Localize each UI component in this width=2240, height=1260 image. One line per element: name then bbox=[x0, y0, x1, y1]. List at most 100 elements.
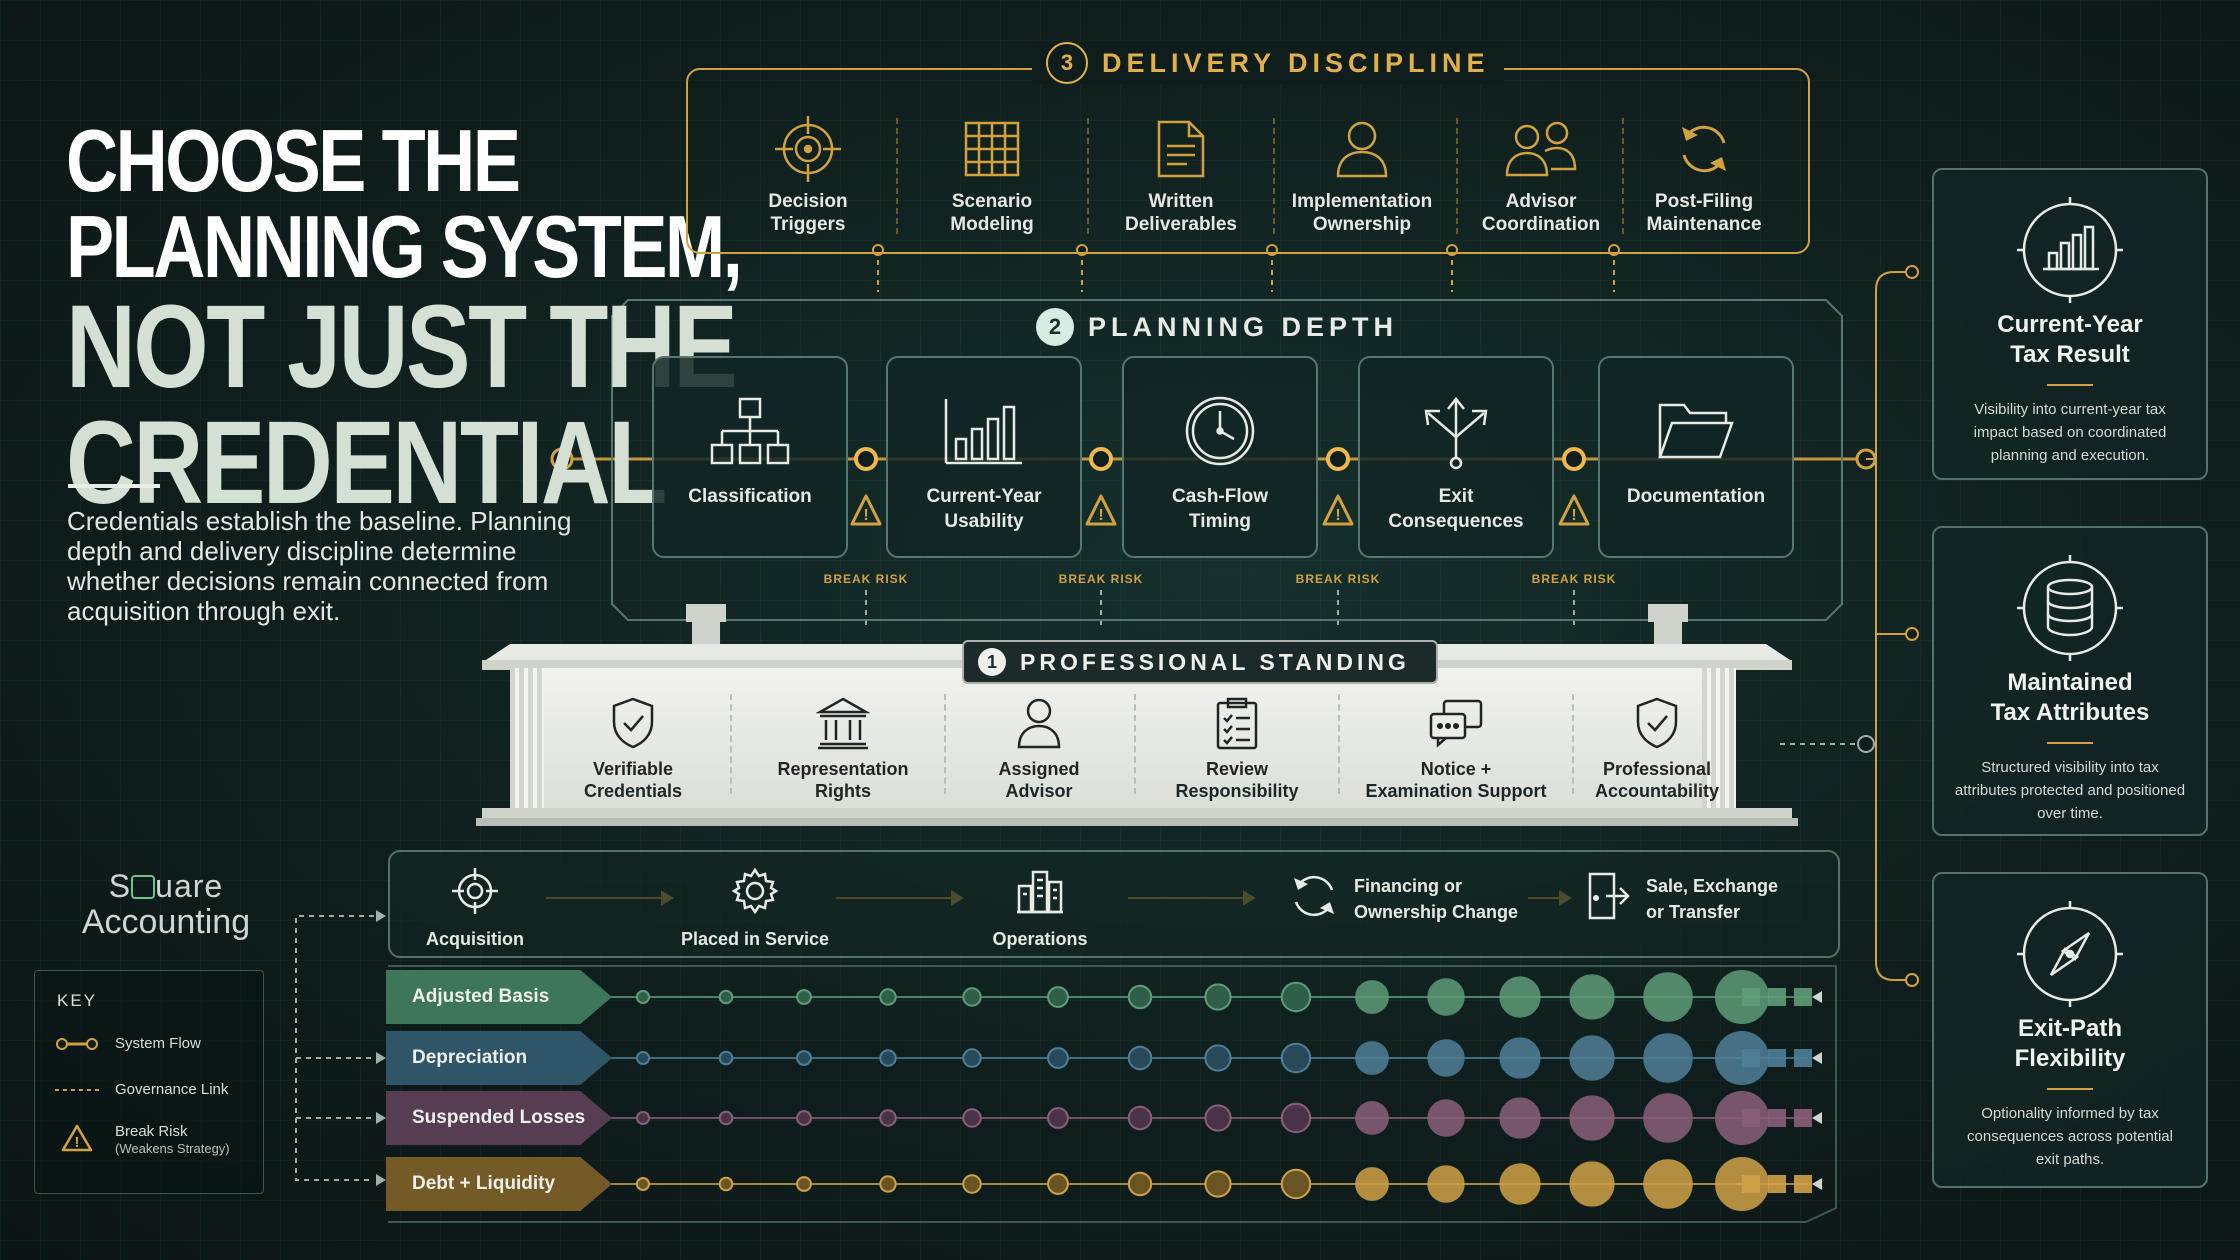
subtext: Credentials establish the baseline. Plan… bbox=[67, 506, 572, 626]
track-square bbox=[1742, 1175, 1760, 1193]
shield-check-icon bbox=[1580, 694, 1734, 752]
track-node bbox=[718, 1110, 734, 1126]
track-node bbox=[962, 987, 982, 1007]
headline-line-1: CHOOSE THE bbox=[66, 111, 521, 210]
key-legend: KEY System Flow Governance Link ! Break … bbox=[34, 970, 264, 1194]
track-node bbox=[1499, 976, 1541, 1018]
label-line-1: Notice + bbox=[1420, 759, 1492, 779]
label-line-2: Modeling bbox=[950, 214, 1034, 235]
break-risk-label: BREAK RISK bbox=[1531, 572, 1617, 586]
label-line-1: Assigned bbox=[998, 759, 1080, 779]
track-node bbox=[1127, 1171, 1153, 1197]
track-node bbox=[718, 989, 734, 1005]
track-node bbox=[1499, 1037, 1541, 1079]
track-node bbox=[1280, 1042, 1312, 1074]
track-node bbox=[1355, 980, 1389, 1014]
label-line-2: Timing bbox=[1189, 511, 1251, 532]
label-line-2: Ownership bbox=[1312, 214, 1412, 235]
divider bbox=[1273, 118, 1275, 234]
track-node bbox=[1499, 1163, 1541, 1205]
clock-icon bbox=[1124, 386, 1316, 476]
label-line-1: Implementation bbox=[1291, 191, 1433, 212]
track-node bbox=[1499, 1097, 1541, 1139]
label-line-2: Triggers bbox=[770, 214, 846, 235]
outcome-underline bbox=[2047, 1088, 2093, 1090]
divider bbox=[1456, 118, 1458, 234]
planning-depth-title: 2 PLANNING DEPTH bbox=[1036, 308, 1398, 346]
shield-check-icon bbox=[556, 694, 710, 752]
outcome-title-line-2: Tax Result bbox=[2010, 341, 2130, 368]
track-node bbox=[962, 1174, 982, 1194]
label-line-1: Classification bbox=[688, 486, 812, 507]
hierarchy-icon bbox=[654, 386, 846, 476]
planning-title-text: PLANNING DEPTH bbox=[1088, 311, 1399, 342]
label-line-2: Rights bbox=[815, 781, 871, 801]
track-node bbox=[1047, 1173, 1069, 1195]
track-square bbox=[1794, 988, 1812, 1006]
refresh-icon bbox=[1629, 108, 1779, 190]
label-line-2: Accountability bbox=[1594, 781, 1719, 801]
track-square bbox=[1794, 1109, 1812, 1127]
track-node bbox=[1047, 1047, 1069, 1069]
professional-standing-title: 1 PROFESSIONAL STANDING bbox=[962, 640, 1438, 684]
warning-icon: ! bbox=[55, 1123, 99, 1153]
headline-line-4: CREDENTIAL bbox=[66, 397, 667, 530]
break-risk-label: BREAK RISK bbox=[1295, 572, 1381, 586]
svg-text:!: ! bbox=[1098, 507, 1103, 524]
track-node bbox=[636, 1177, 650, 1191]
attribute-tracks bbox=[596, 970, 1822, 1211]
planning-card-documentation: Documentation bbox=[1598, 356, 1794, 558]
track-square bbox=[1794, 1049, 1812, 1067]
track-node bbox=[1047, 986, 1069, 1008]
track-node bbox=[1280, 1168, 1312, 1200]
label-line-1: Review bbox=[1205, 759, 1269, 779]
svg-text:!: ! bbox=[1335, 507, 1340, 524]
gear-icon bbox=[730, 866, 780, 921]
lifecycle-operations: Operations bbox=[980, 866, 1100, 950]
track-node bbox=[1643, 972, 1693, 1022]
divider bbox=[1572, 694, 1574, 794]
clipboard-icon bbox=[1152, 694, 1322, 752]
track-square bbox=[1768, 1175, 1786, 1193]
lifecycle-label: Placed in Service bbox=[680, 929, 830, 949]
svg-text:!: ! bbox=[1571, 507, 1576, 524]
label-line-1: Exit bbox=[1438, 486, 1474, 507]
track-arrow bbox=[1812, 991, 1822, 1003]
label-line-1: Documentation bbox=[1626, 486, 1766, 507]
track-node bbox=[1355, 1101, 1389, 1135]
lifecycle-frame bbox=[388, 850, 1840, 958]
track-node bbox=[1427, 1165, 1465, 1203]
key-break-risk-label: Break Risk bbox=[115, 1123, 188, 1140]
track-node bbox=[796, 989, 812, 1005]
track-square bbox=[1768, 988, 1786, 1006]
divider bbox=[944, 694, 946, 794]
bar-chart-icon bbox=[888, 386, 1080, 476]
track-node bbox=[1569, 1035, 1615, 1081]
divider bbox=[1134, 694, 1136, 794]
label-line-1: Verifiable bbox=[592, 759, 674, 779]
lifecycle-label: Operations bbox=[992, 929, 1088, 949]
key-governance-link: Governance Link bbox=[55, 1081, 228, 1098]
track-node bbox=[1427, 978, 1465, 1016]
track-node bbox=[879, 1049, 897, 1067]
outcome-description: Visibility into current-year tax impact … bbox=[1973, 401, 2167, 464]
track-arrow bbox=[1812, 1112, 1822, 1124]
label-line-2: Credentials bbox=[583, 781, 683, 801]
track-node bbox=[1427, 1099, 1465, 1137]
track-node bbox=[879, 988, 897, 1006]
track-square bbox=[1742, 1109, 1760, 1127]
label-line-2: Ownership Change bbox=[1354, 901, 1519, 922]
track-node bbox=[1569, 1095, 1615, 1141]
divider bbox=[1622, 118, 1624, 234]
headline-line-2: PLANNING SYSTEM, bbox=[66, 197, 743, 297]
chat-icon bbox=[1356, 694, 1556, 752]
track-node bbox=[718, 1176, 734, 1192]
track-node bbox=[1204, 1104, 1232, 1132]
track-node bbox=[1643, 1033, 1693, 1083]
